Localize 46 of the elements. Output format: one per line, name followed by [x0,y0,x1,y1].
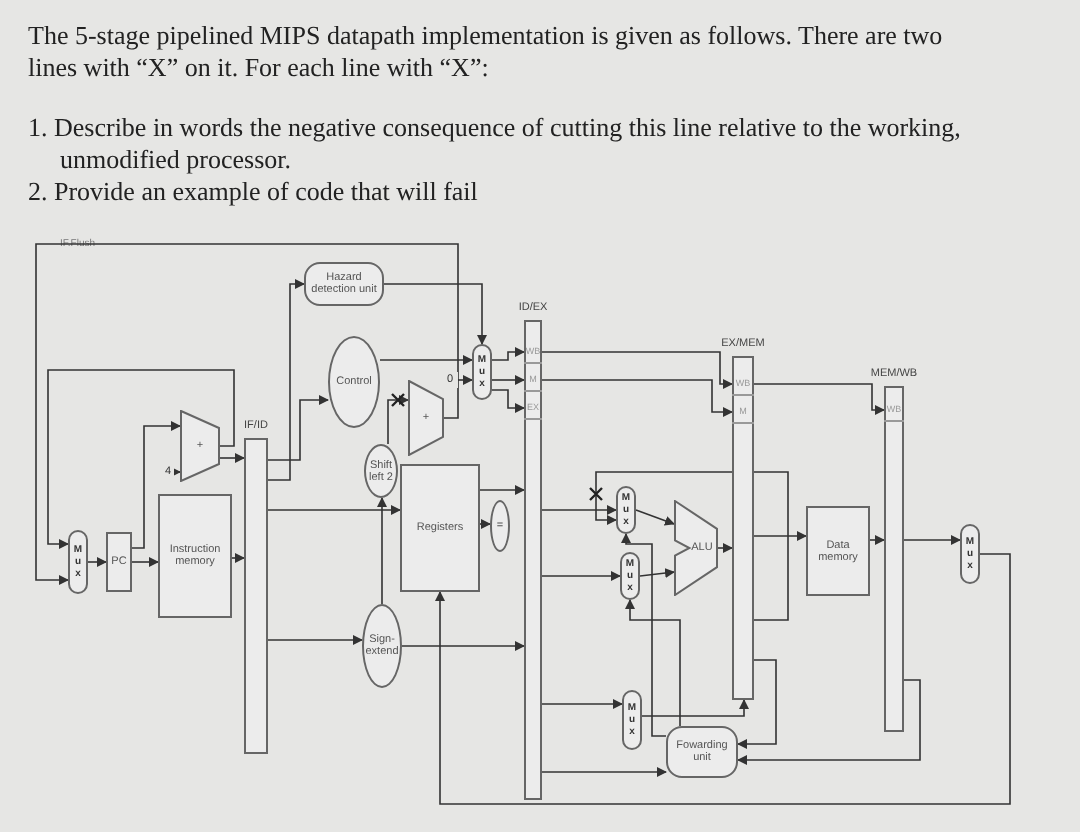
wire-arrow [717,543,733,553]
wire-arrow [541,699,623,709]
wire-arrow [491,347,525,361]
wire-arrow [231,553,245,563]
wire-arrow [541,379,733,417]
cut-wire-arrow [588,471,789,621]
wire-arrow [87,557,107,567]
wire-arrow [903,535,961,545]
wire-arrow [753,383,885,415]
wire-arrow [383,283,487,345]
wire-arrow [737,659,777,749]
wire-arrow [131,557,159,567]
wire-arrow [47,369,235,549]
wire-arrow [491,389,525,413]
wire-arrow [131,421,181,549]
wire-arrow [435,553,1011,805]
wire-arrow [401,641,525,651]
list-item: 2. Provide an example of code that will fail [28,176,480,208]
wire-arrow [639,568,675,578]
wire-arrow [491,375,525,385]
wire-arrow [541,571,621,581]
wire-arrow [267,635,363,645]
wire-arrow [377,497,387,605]
wire-arrow [621,533,667,737]
wire-arrow [737,679,921,765]
list-item: 1. Describe in words the negative consequence of cutting this line relative to the working, unmodified processor. [28,112,963,176]
wire-arrow [171,467,181,477]
wire-arrow [479,485,525,495]
wire-arrow [541,767,667,777]
wire-arrow [869,535,885,545]
wire-arrow [457,375,473,385]
wire-arrow [35,243,459,585]
cut-wire-arrow [387,392,409,445]
wire-arrow [625,599,681,727]
wire-arrow [219,453,245,463]
wire-arrow [267,395,329,461]
wire-arrow [267,505,401,515]
wire-arrow [635,509,675,526]
wire-arrow [379,355,473,365]
wire-arrow [641,699,749,717]
question-text: The 5-stage pipelined MIPS datapath implementation is given as follows. There are two lines with “X” on it. For each line with “X”: [28,20,945,84]
wire-arrow [541,505,617,515]
wire-arrow [753,531,807,541]
wire-arrow [267,279,305,481]
wire-arrow [541,351,733,389]
wire-arrow [479,519,491,529]
